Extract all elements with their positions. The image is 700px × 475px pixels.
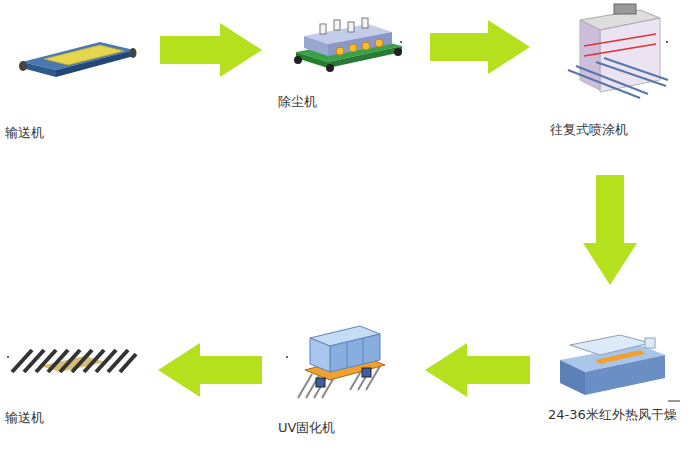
roller-conveyor [7, 350, 136, 372]
process-stage: 往复式喷涂机 [548, 2, 673, 142]
process-stage: 输送机 [5, 30, 140, 145]
process-stage: UV固化机 [275, 318, 395, 443]
stage-label: UV固化机 [278, 418, 335, 438]
process-stage: 除尘机 [275, 8, 405, 114]
stage-label: 24-36米红外热风干燥 [548, 405, 680, 425]
stage-label: 往复式喷涂机 [550, 120, 628, 140]
flow-arrow [158, 343, 262, 397]
uv-curing-machine [286, 326, 385, 398]
dust-remover [294, 18, 402, 72]
stage-label: 除尘机 [278, 92, 317, 112]
process-stage: 输送机 [5, 340, 140, 430]
reciprocating-sprayer [568, 4, 668, 98]
flow-arrow [425, 343, 530, 397]
flow-arrow [583, 175, 637, 285]
stage-label: 输送机 [5, 408, 44, 428]
stage-label: 输送机 [5, 123, 44, 143]
flow-arrow [430, 20, 530, 74]
infrared-dryer [560, 335, 680, 401]
belt-conveyor [19, 42, 137, 77]
flow-arrow [160, 23, 262, 77]
process-stage: 24-36米红外热风干燥 [546, 322, 686, 447]
